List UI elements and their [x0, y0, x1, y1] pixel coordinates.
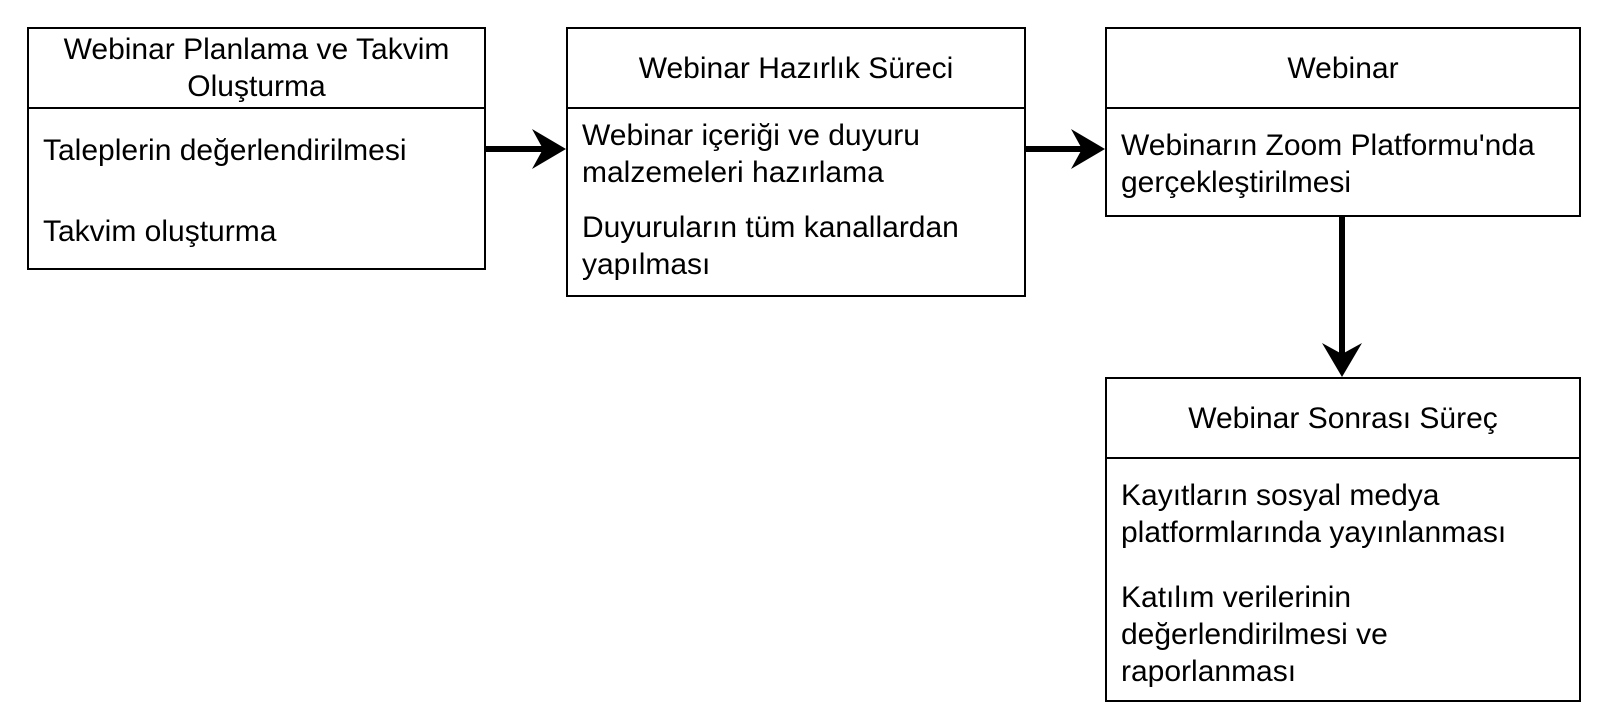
preparation-item-content-line-1: Webinar içeriği ve duyuru: [582, 119, 920, 152]
planning-title-line-2: Oluşturma: [187, 70, 326, 103]
post-item-recordings-line-1: Kayıtların sosyal medya: [1121, 479, 1440, 512]
planning-box-title: Webinar Planlama ve Takvim Oluşturma: [29, 29, 484, 109]
preparation-item-content: Webinar içeriği ve duyuru malzemeleri ha…: [582, 117, 1016, 191]
webinar-box-title: Webinar: [1107, 29, 1579, 109]
post-item-participation-line-2: değerlendirilmesi ve: [1121, 618, 1388, 651]
post-webinar-box: Webinar Sonrası Süreç Kayıtların sosyal …: [1105, 377, 1581, 702]
post-item-participation: Katılım verilerinin değerlendirilmesi ve…: [1121, 579, 1571, 690]
webinar-item-zoom-line-1: Webinarın Zoom Platformu'nda: [1121, 129, 1535, 162]
webinar-box: Webinar Webinarın Zoom Platformu'nda ger…: [1105, 27, 1581, 217]
arrow-preparation-to-webinar: [1026, 129, 1105, 169]
arrow-planning-to-preparation: [486, 129, 566, 169]
planning-item-requests: Taleplerin değerlendirilmesi: [43, 134, 407, 167]
preparation-item-announcements: Duyuruların tüm kanallardan yapılması: [582, 209, 1016, 283]
post-item-recordings: Kayıtların sosyal medya platformlarında …: [1121, 477, 1571, 551]
preparation-item-announcements-line-2: yapılması: [582, 248, 711, 281]
post-webinar-box-title: Webinar Sonrası Süreç: [1107, 379, 1579, 459]
arrow-webinar-to-post: [1322, 217, 1362, 377]
post-item-participation-line-1: Katılım verilerinin: [1121, 581, 1352, 614]
preparation-box: Webinar Hazırlık Süreci Webinar içeriği …: [566, 27, 1026, 297]
webinar-item-zoom-line-2: gerçekleştirilmesi: [1121, 166, 1352, 199]
planning-box: Webinar Planlama ve Takvim Oluşturma Tal…: [27, 27, 486, 270]
post-item-recordings-line-2: platformlarında yayınlanması: [1121, 516, 1507, 549]
planning-title-line-1: Webinar Planlama ve Takvim: [63, 33, 450, 66]
preparation-item-announcements-line-1: Duyuruların tüm kanallardan: [582, 211, 959, 244]
webinar-item-zoom: Webinarın Zoom Platformu'nda gerçekleşti…: [1121, 127, 1571, 201]
planning-item-calendar: Takvim oluşturma: [43, 215, 277, 248]
preparation-box-title: Webinar Hazırlık Süreci: [568, 29, 1024, 109]
preparation-item-content-line-2: malzemeleri hazırlama: [582, 156, 884, 189]
post-item-participation-line-3: raporlanması: [1121, 655, 1297, 688]
